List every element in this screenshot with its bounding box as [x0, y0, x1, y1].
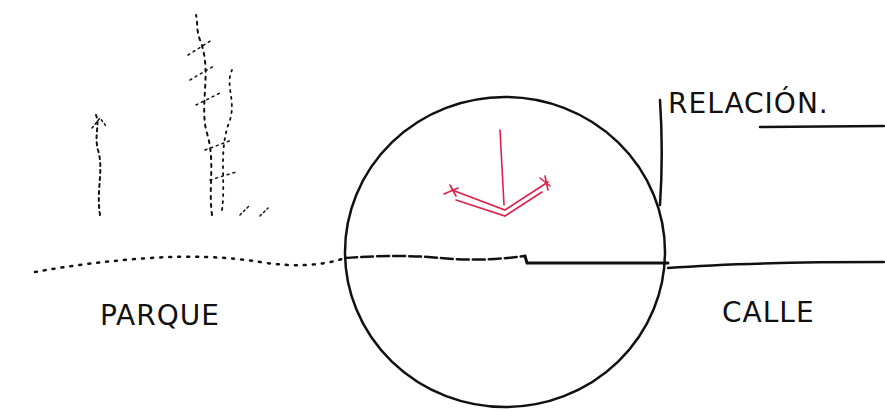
red-sketch [444, 130, 550, 216]
street-edge [525, 256, 668, 263]
tree-sketch [92, 118, 106, 128]
leader-line [660, 100, 662, 205]
tree-sketch [96, 115, 100, 215]
park-edge-transition [345, 256, 525, 260]
tree-sketch [222, 70, 232, 210]
park-label: PARQUE [100, 300, 220, 332]
label-underline [760, 126, 884, 127]
park-edge [35, 257, 345, 272]
tree-sketch [240, 205, 268, 216]
relation-circle [345, 97, 665, 407]
street-label: CALLE [722, 297, 815, 329]
relation-label: RELACIÓN. [668, 88, 829, 120]
tree-sketch [188, 40, 236, 180]
street-edge [668, 262, 884, 268]
